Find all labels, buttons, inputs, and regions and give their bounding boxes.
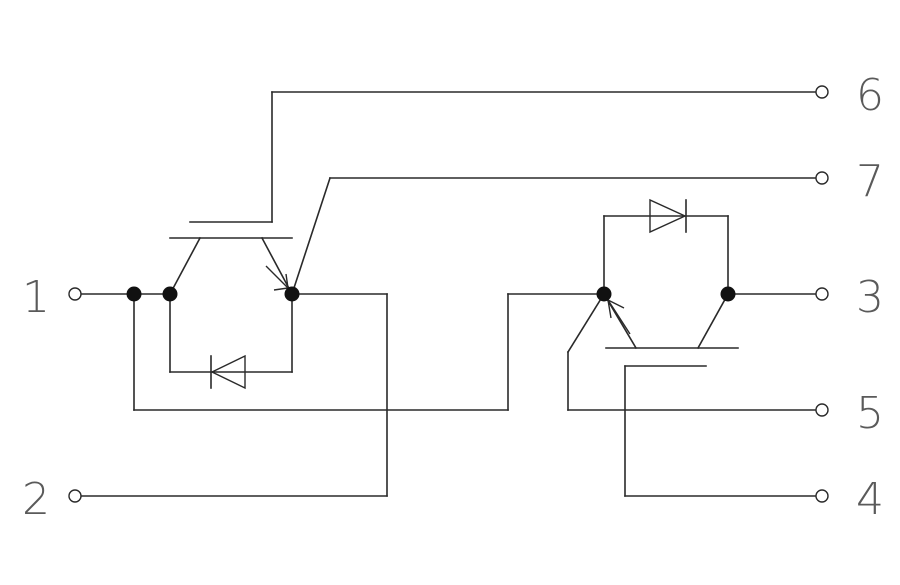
terminal-2-pin: [68, 489, 82, 503]
junction-dot: [596, 286, 612, 302]
terminal-3-pin: [815, 287, 829, 301]
terminal-label-4: 4: [856, 474, 884, 525]
right-diode-triangle: [649, 198, 687, 234]
junction-dot: [126, 286, 142, 302]
terminal-label-5: 5: [856, 388, 884, 439]
terminal-label-2: 2: [22, 474, 50, 525]
left-diode: [169, 293, 293, 390]
left-igbt: [168, 91, 294, 296]
terminal-4-pin: [815, 489, 829, 503]
terminal-5-pin: [815, 403, 829, 417]
right-diode: [603, 198, 729, 295]
junction-dot: [284, 286, 300, 302]
right-igbt-emitter-arrow: [607, 299, 631, 335]
terminal-label-3: 3: [856, 272, 884, 323]
terminal-label-6: 6: [856, 70, 884, 121]
junctions: [126, 286, 736, 302]
left-igbt-emitter-arrow: [265, 265, 289, 291]
left-igbt-collector: [168, 236, 202, 296]
left-diode-triangle: [210, 354, 246, 390]
junction-dot: [162, 286, 178, 302]
right-igbt: [602, 292, 739, 497]
junction-dot: [720, 286, 736, 302]
right-igbt-collector: [696, 292, 730, 350]
terminal-6-pin: [815, 85, 829, 99]
terminal-labels: 1 2 3 4 5 6 7: [22, 70, 884, 525]
terminal-7-pin: [815, 171, 829, 185]
terminal-1-pin: [68, 287, 82, 301]
terminal-label-7: 7: [856, 156, 884, 207]
terminal-label-1: 1: [22, 272, 50, 323]
terminals: [68, 85, 829, 503]
wiring: [80, 91, 816, 497]
